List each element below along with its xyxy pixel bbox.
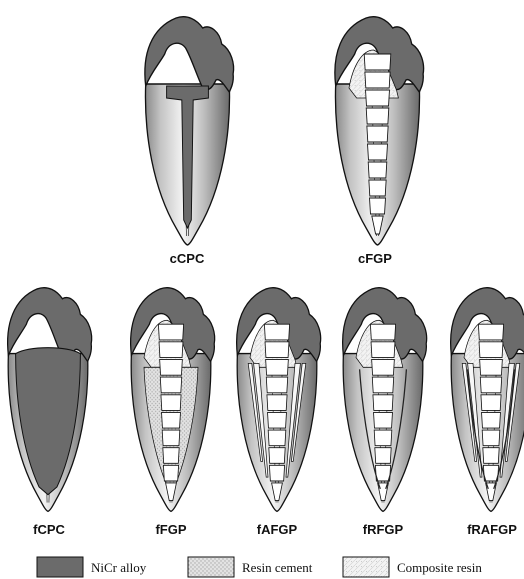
post-segment xyxy=(269,448,285,464)
post-segment xyxy=(160,377,181,393)
specimen-fFGP xyxy=(131,288,215,512)
specimen-cFGP xyxy=(335,17,424,245)
post-fCPC xyxy=(16,348,81,495)
legend-label-alloy: NiCr alloy xyxy=(91,560,147,575)
post-segment xyxy=(482,430,500,446)
post-segment xyxy=(162,430,180,446)
label-fAFGP: fAFGP xyxy=(257,522,298,537)
label-fRAFGP: fRAFGP xyxy=(467,522,517,537)
post-segment xyxy=(264,324,289,340)
specimen-cCPC xyxy=(145,17,234,245)
post-segment xyxy=(265,342,289,358)
post-segment xyxy=(163,448,179,464)
post-segment xyxy=(479,342,503,358)
legend-label-composite: Composite resin xyxy=(397,560,482,575)
post-segment xyxy=(371,342,395,358)
post-segment xyxy=(160,359,183,375)
post-segment xyxy=(366,90,390,106)
legend-swatch-alloy xyxy=(37,557,83,577)
label-fRFGP: fRFGP xyxy=(363,522,404,537)
specimen-fRFGP xyxy=(343,288,427,512)
post-segment xyxy=(480,359,503,375)
specimen-fAFGP xyxy=(237,288,321,512)
post-segment xyxy=(481,395,501,411)
post-segment xyxy=(478,324,503,340)
post-segment xyxy=(372,359,395,375)
post-segment xyxy=(364,54,391,70)
post-segment xyxy=(266,377,287,393)
post-segment xyxy=(366,108,389,124)
post-segment xyxy=(159,342,183,358)
crown-cCPC xyxy=(145,17,234,92)
post-segment xyxy=(268,412,287,428)
post-segment xyxy=(365,72,390,88)
post-segment xyxy=(268,430,286,446)
specimens xyxy=(8,17,524,512)
post-segment xyxy=(269,465,284,481)
legend-label-resin: Resin cement xyxy=(242,560,313,575)
post-segment xyxy=(482,412,501,428)
post-segment xyxy=(370,324,395,340)
post-segment xyxy=(369,180,386,196)
label-cCPC: cCPC xyxy=(170,251,205,266)
post-segment xyxy=(368,144,388,160)
post-segment xyxy=(483,465,498,481)
legend: NiCr alloy Resin cement Composite resin xyxy=(37,557,482,577)
post-segment xyxy=(374,430,392,446)
legend-swatch-composite xyxy=(343,557,389,577)
post-segment xyxy=(374,412,393,428)
post-segment xyxy=(162,412,181,428)
post-segment xyxy=(158,324,183,340)
post-segment xyxy=(161,395,181,411)
post-segment xyxy=(483,448,499,464)
post-segment xyxy=(370,198,386,214)
post-segment xyxy=(480,377,501,393)
legend-swatch-resin xyxy=(188,557,234,577)
label-fFGP: fFGP xyxy=(155,522,186,537)
specimen-fRAFGP xyxy=(451,288,524,512)
post-segment xyxy=(163,465,178,481)
label-fCPC: fCPC xyxy=(33,522,65,537)
post-segment xyxy=(375,465,390,481)
post-segment xyxy=(375,448,391,464)
post-segment xyxy=(373,395,393,411)
post-segment xyxy=(372,377,393,393)
post-segment xyxy=(267,395,287,411)
label-cFGP: cFGP xyxy=(358,251,392,266)
post-segment xyxy=(367,126,388,142)
specimen-fCPC xyxy=(8,288,92,512)
post-segment xyxy=(368,162,387,178)
post-segment xyxy=(266,359,289,375)
